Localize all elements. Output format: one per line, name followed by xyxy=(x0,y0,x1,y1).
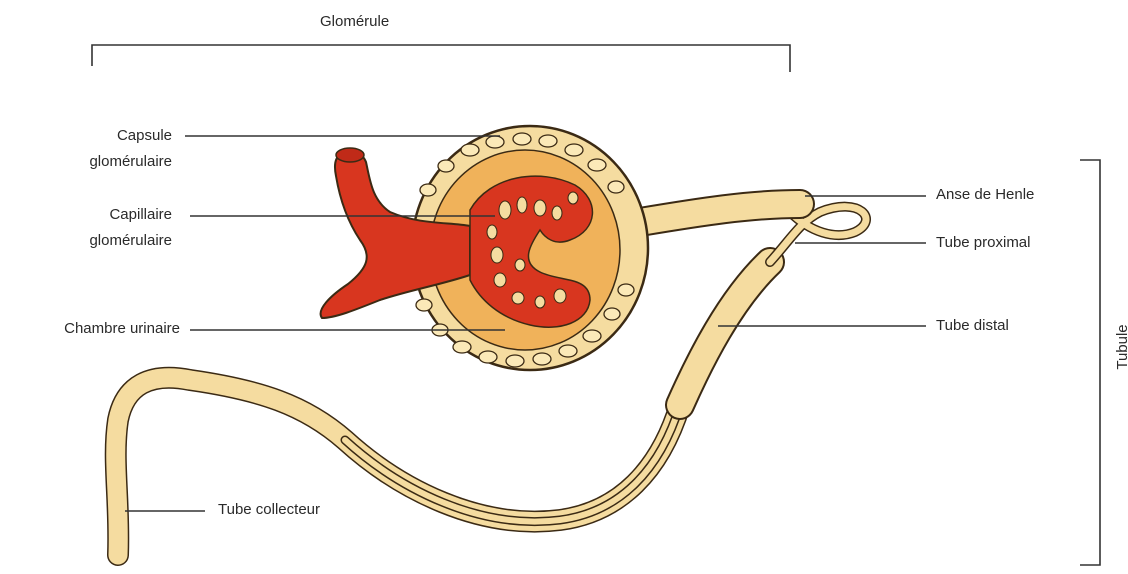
tube-proximal-label: Tube proximal xyxy=(936,231,1030,255)
capsule-label-line2: glomérulaire xyxy=(89,150,172,174)
capillaire-label-line1: Capillaire xyxy=(109,203,172,227)
tube-collecteur-label: Tube collecteur xyxy=(218,498,320,522)
capsule-label-line1: Capsule xyxy=(117,124,172,148)
tube-proximal-shape xyxy=(640,204,800,222)
tube-distal-shape xyxy=(680,207,866,405)
glomerule-bracket xyxy=(92,45,790,72)
tubule-bracket xyxy=(1080,160,1100,565)
chambre-label: Chambre urinaire xyxy=(64,317,180,341)
tubule-label: Tubule xyxy=(1111,322,1128,372)
tubule-path xyxy=(116,378,680,555)
tube-distal-label: Tube distal xyxy=(936,314,1009,338)
anse-label: Anse de Henle xyxy=(936,183,1034,207)
capillaire-label-line2: glomérulaire xyxy=(89,229,172,253)
glomerule-label: Glomérule xyxy=(320,10,389,34)
